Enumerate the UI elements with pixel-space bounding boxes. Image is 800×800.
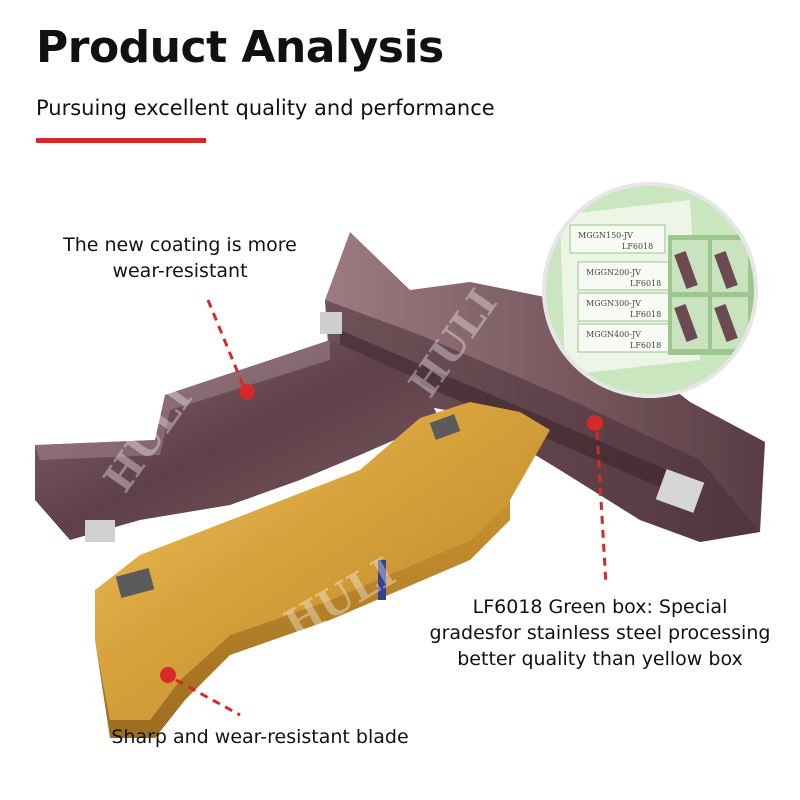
callout-leader-blade <box>160 667 241 717</box>
callout-leader-green-box <box>587 415 608 586</box>
box-label-3: MGGN300-JV LF6018 <box>577 292 674 322</box>
callout-green-box-line-2: gradesfor stainless steel processing <box>429 622 771 644</box>
callout-leader-coating <box>206 299 255 400</box>
svg-text:MGGN400-JV: MGGN400-JV <box>586 330 641 339</box>
box-label-1: MGGN150-JV LF6018 <box>569 224 666 254</box>
svg-text:LF6018: LF6018 <box>630 310 661 319</box>
callout-blade-line-1: Sharp and wear-resistant blade <box>111 726 409 748</box>
callout-coating-line-2: wear-resistant <box>112 260 248 282</box>
svg-text:LF6018: LF6018 <box>630 341 661 350</box>
callout-green-box: LF6018 Green box: Special gradesfor stai… <box>420 594 780 672</box>
svg-text:MGGN150-JV: MGGN150-JV <box>578 231 633 240</box>
title-underline <box>36 138 206 143</box>
callout-coating: The new coating is more wear-resistant <box>40 232 320 284</box>
callout-green-box-line-3: better quality than yellow box <box>457 648 743 670</box>
svg-text:LF6018: LF6018 <box>630 279 661 288</box>
gold-insert <box>95 402 550 738</box>
callout-coating-line-1: The new coating is more <box>63 234 297 256</box>
page-subtitle: Pursuing excellent quality and performan… <box>36 96 495 120</box>
box-label-2: MGGN200-JV LF6018 <box>577 261 674 291</box>
svg-text:LF6018: LF6018 <box>622 242 653 251</box>
purple-insert-front <box>35 340 440 542</box>
green-box-inset: MGGN150-JV LF6018 MGGN200-JV LF6018 MGGN… <box>542 182 758 398</box>
box-label-4: MGGN400-JV LF6018 <box>577 323 674 353</box>
callout-blade: Sharp and wear-resistant blade <box>90 724 430 750</box>
svg-text:MGGN300-JV: MGGN300-JV <box>586 299 641 308</box>
svg-text:MGGN200-JV: MGGN200-JV <box>586 268 641 277</box>
page-title: Product Analysis <box>36 22 444 73</box>
callout-green-box-line-1: LF6018 Green box: Special <box>472 596 728 618</box>
